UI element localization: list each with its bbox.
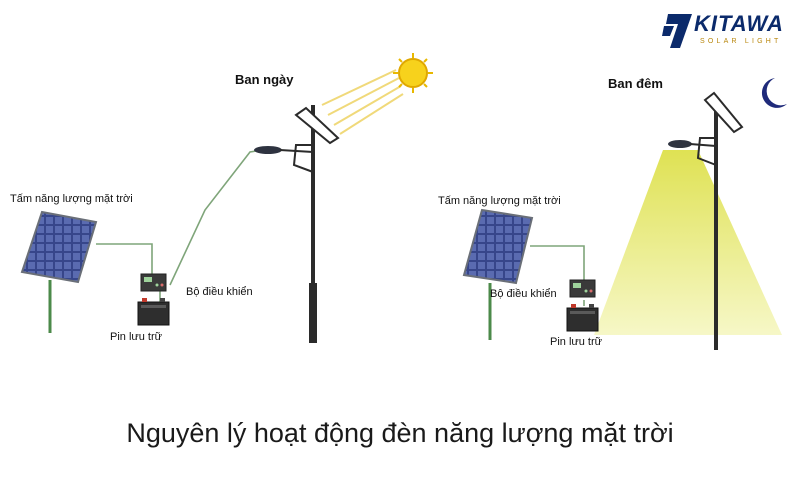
light-beam (594, 150, 782, 335)
logo-mark-icon (662, 14, 692, 48)
logo-subtitle: SOLAR LIGHT (700, 38, 782, 45)
diagram-caption: Nguyên lý hoạt động đèn năng lượng mặt t… (126, 418, 674, 448)
night-label: Ban đêm (608, 76, 663, 91)
logo-word: KITAWA (694, 11, 784, 36)
night-panel-label: Tấm năng lượng mặt trời (438, 195, 561, 207)
night-battery-label: Pin lưu trữ (550, 336, 603, 348)
controller-icon (569, 279, 596, 298)
kitawa-logo: KITAWA SOLAR LIGHT (660, 10, 795, 54)
sun-icon (393, 53, 433, 93)
moon-icon (761, 78, 787, 108)
night-scene (462, 78, 787, 350)
night-controller-label: Bộ điều khiển (490, 288, 557, 300)
sun-rays (321, 69, 404, 135)
day-panel-label: Tấm năng lượng mặt trời (10, 193, 133, 205)
day-controller-label: Bộ điều khiển (186, 286, 253, 298)
street-lamp-icon (254, 105, 340, 343)
solar-panel-icon (20, 210, 98, 333)
day-label: Ban ngày (235, 72, 294, 87)
day-scene (20, 53, 433, 343)
battery-icon (137, 298, 170, 326)
street-lamp-icon (668, 91, 744, 350)
battery-icon (566, 304, 599, 332)
solar-panel-icon (462, 208, 534, 340)
controller-icon (140, 273, 167, 292)
wires (530, 245, 585, 306)
day-battery-label: Pin lưu trữ (110, 331, 163, 343)
wires (96, 149, 263, 302)
